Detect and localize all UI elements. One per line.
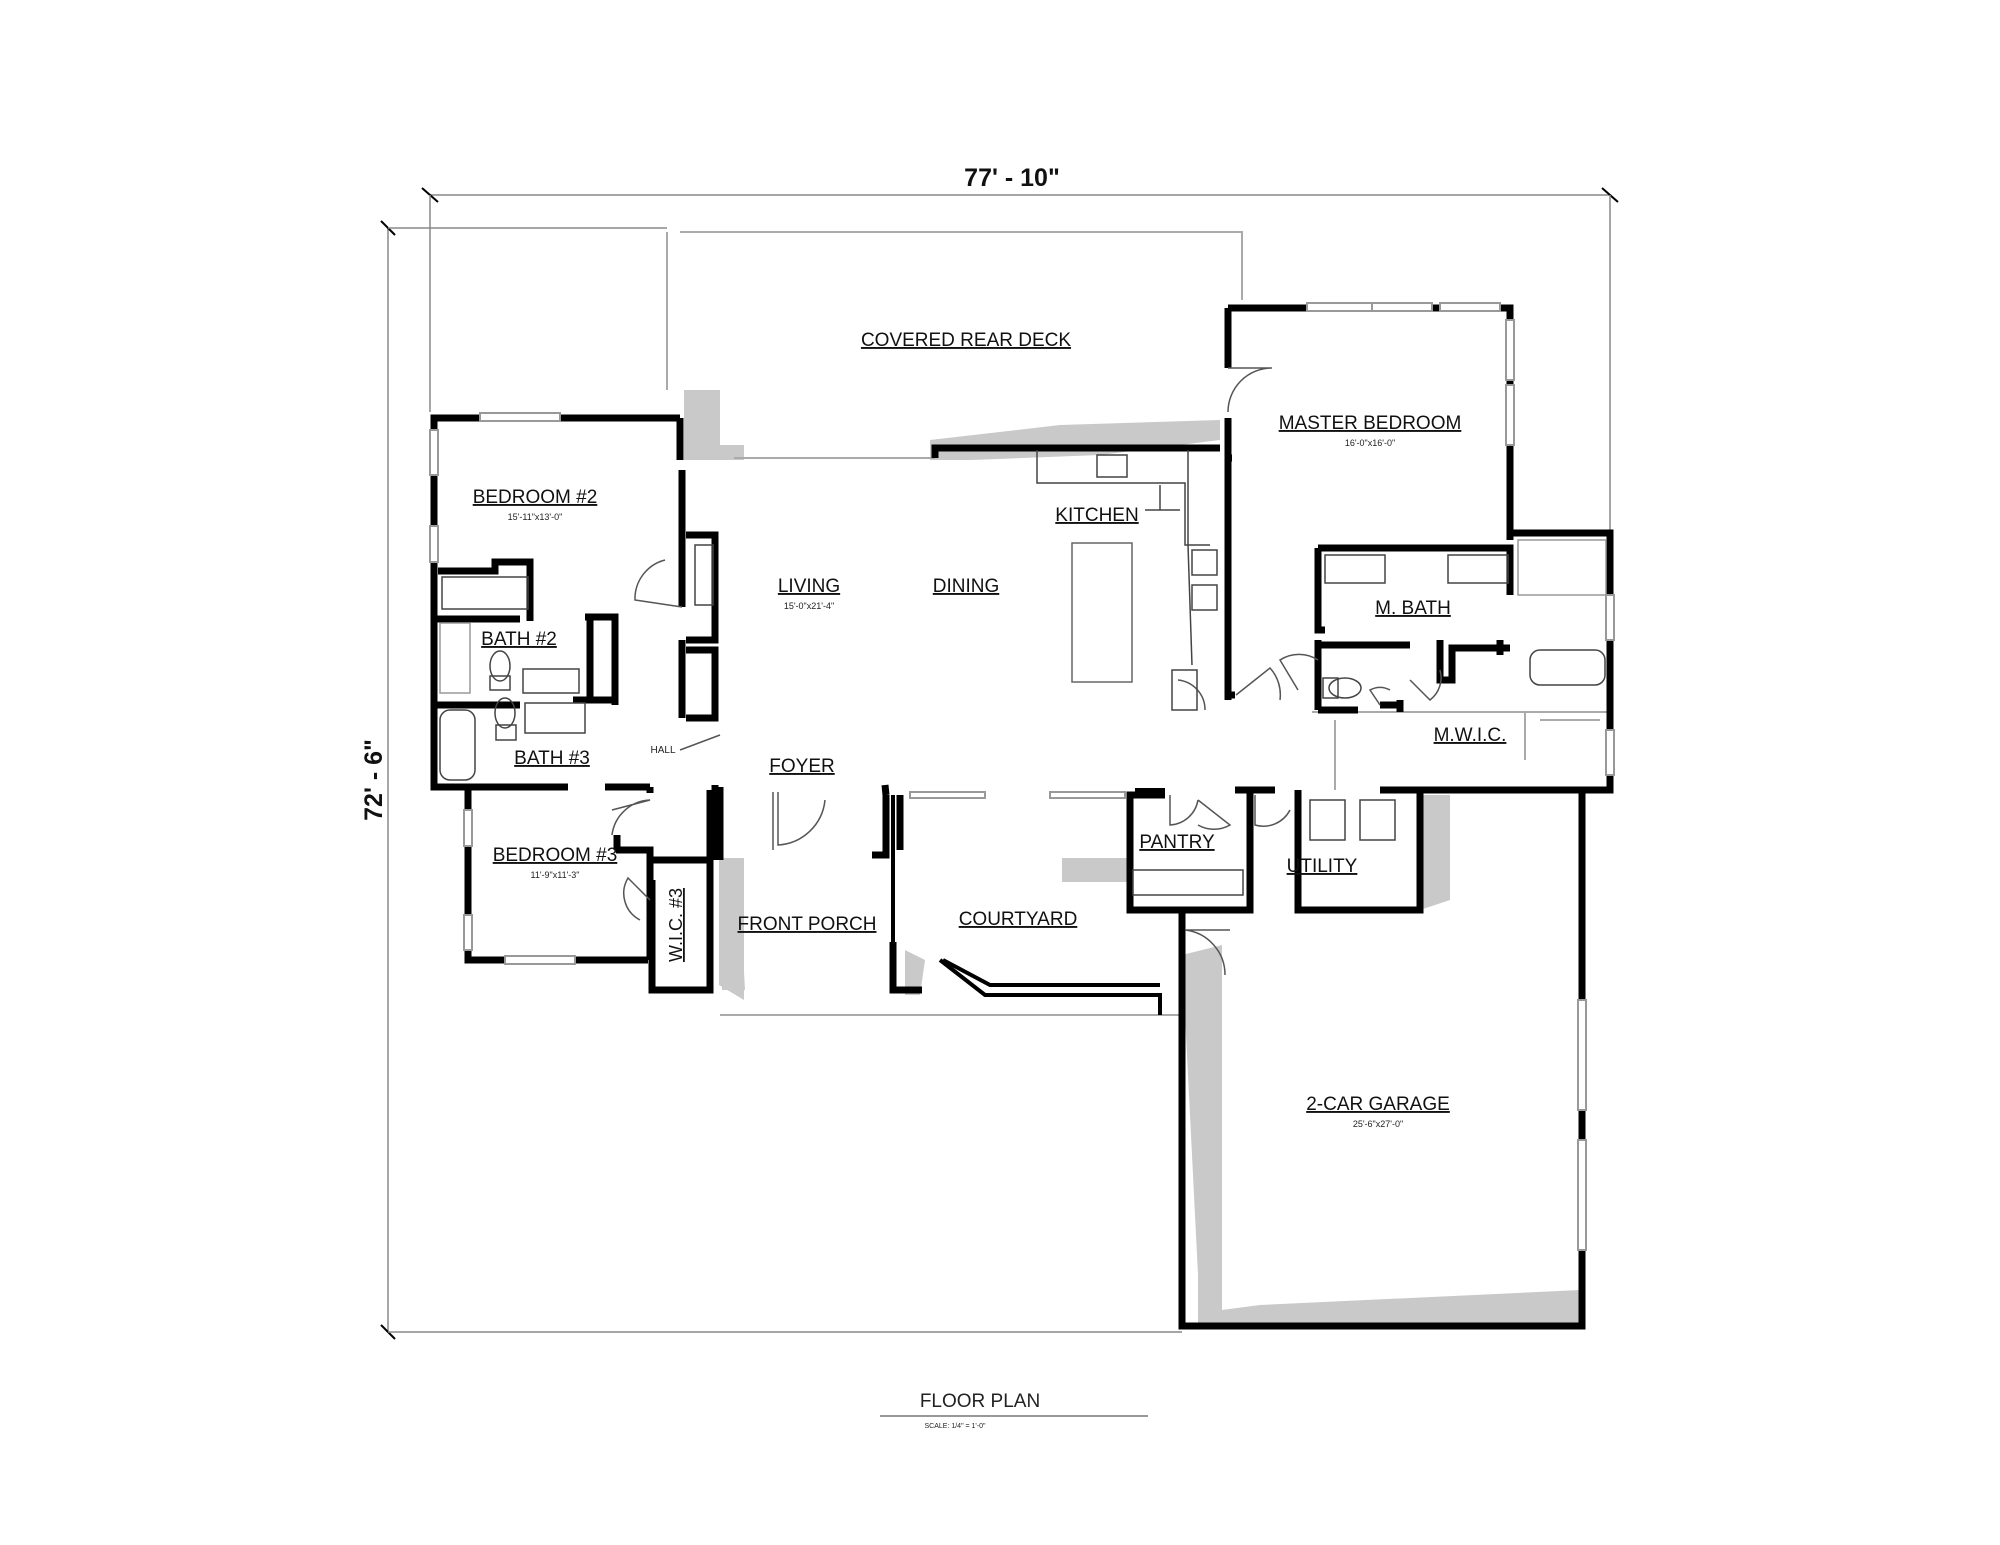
width-dimension: 77' - 10" bbox=[964, 164, 1060, 192]
dimension-lines bbox=[380, 187, 1619, 1340]
room-labels: COVERED REAR DECK MASTER BEDROOM 16'-0"x… bbox=[473, 330, 1507, 1129]
label-bath-2: BATH #2 bbox=[481, 629, 557, 650]
doors bbox=[611, 367, 1442, 976]
depth-dimension: 72' - 6" bbox=[360, 739, 388, 821]
label-living-size: 15'-0"x21'-4" bbox=[784, 601, 834, 611]
label-garage: 2-CAR GARAGE bbox=[1306, 1094, 1450, 1115]
windows bbox=[429, 302, 1615, 1251]
plan-title-block: FLOOR PLAN SCALE: 1/4" = 1'-0" bbox=[880, 1391, 1148, 1430]
label-utility: UTILITY bbox=[1287, 856, 1358, 877]
exterior-walls bbox=[430, 304, 1614, 1330]
label-wic-3: W.I.C. #3 bbox=[666, 888, 686, 962]
label-front-porch: FRONT PORCH bbox=[738, 914, 877, 935]
label-covered-rear-deck: COVERED REAR DECK bbox=[861, 330, 1071, 351]
label-hall: HALL bbox=[650, 745, 675, 756]
label-garage-size: 25'-6"x27'-0" bbox=[1353, 1119, 1403, 1129]
label-foyer: FOYER bbox=[769, 756, 834, 777]
label-mwic: M.W.I.C. bbox=[1434, 725, 1507, 746]
plan-scale: SCALE: 1/4" = 1'-0" bbox=[925, 1423, 986, 1430]
label-master-bedroom-size: 16'-0"x16'-0" bbox=[1345, 438, 1395, 448]
label-living: LIVING bbox=[778, 576, 840, 597]
label-pantry: PANTRY bbox=[1139, 832, 1215, 853]
label-kitchen: KITCHEN bbox=[1055, 505, 1138, 526]
label-m-bath: M. BATH bbox=[1375, 598, 1451, 619]
plan-title: FLOOR PLAN bbox=[920, 1391, 1040, 1412]
label-courtyard: COURTYARD bbox=[959, 909, 1078, 930]
label-bath-3: BATH #3 bbox=[514, 748, 590, 769]
light-walls bbox=[666, 231, 1612, 1016]
interior-walls bbox=[891, 788, 1165, 1015]
label-master-bedroom: MASTER BEDROOM bbox=[1279, 413, 1462, 434]
label-dining: DINING bbox=[933, 576, 1000, 597]
label-bedroom-2: BEDROOM #2 bbox=[473, 487, 598, 508]
label-bedroom-3: BEDROOM #3 bbox=[493, 845, 618, 866]
label-bedroom-2-size: 15'-11"x13'-0" bbox=[508, 512, 563, 522]
label-bedroom-3-size: 11'-9"x11'-3" bbox=[530, 870, 579, 880]
fixtures bbox=[439, 450, 1607, 896]
